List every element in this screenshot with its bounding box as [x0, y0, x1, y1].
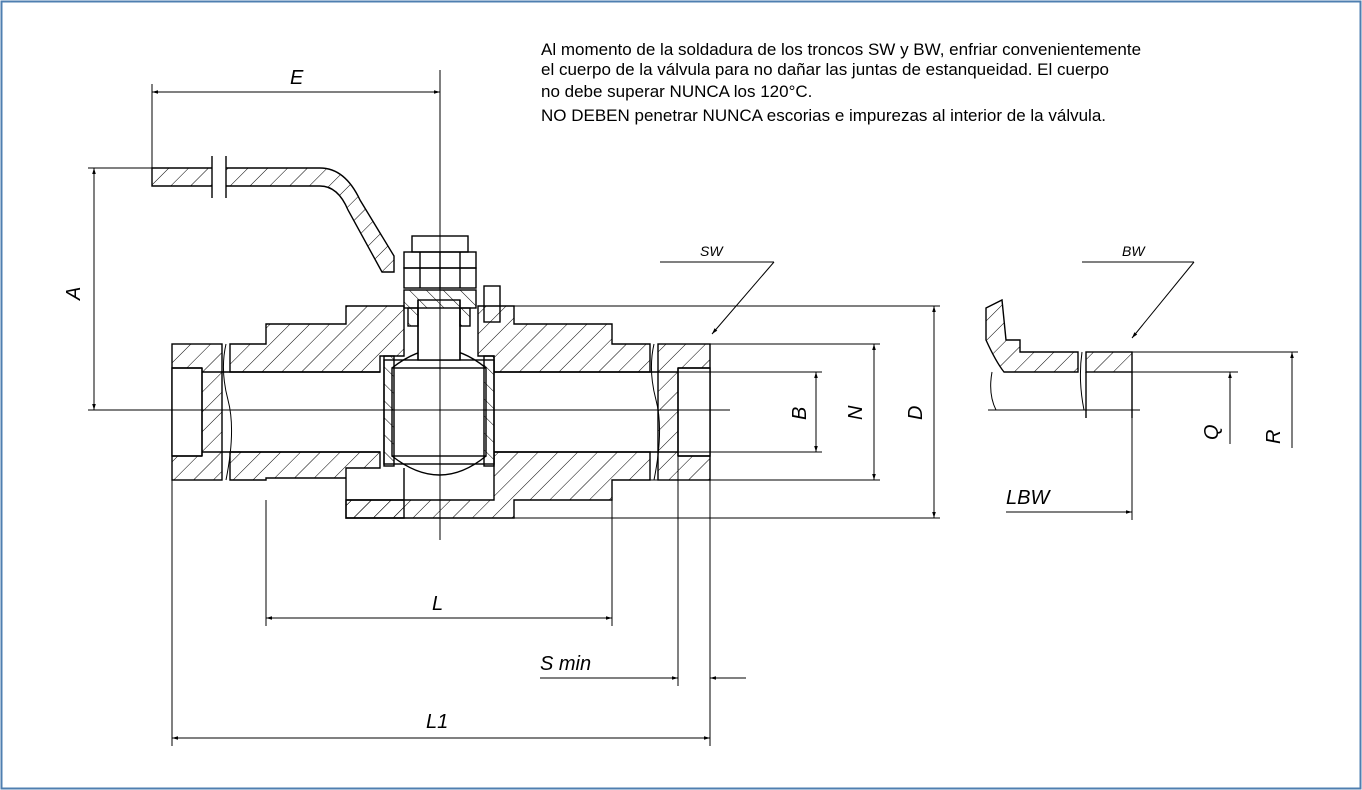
note-line-3: no debe superar NUNCA los 120°C.	[541, 82, 813, 101]
dimension-q	[1132, 371, 1238, 444]
right-end-fitting	[657, 343, 711, 481]
note-line-2: el cuerpo de la válvula para no dañar la…	[541, 60, 1109, 79]
label-l: L	[432, 593, 443, 615]
label-d: D	[905, 406, 927, 420]
label-e: E	[290, 67, 304, 89]
note-line-4: NO DEBEN penetrar NUNCA escorias e impur…	[541, 106, 1107, 125]
note-line-1: Al momento de la soldadura de los tronco…	[541, 40, 1142, 59]
dimension-d	[514, 305, 940, 519]
label-a: A	[63, 287, 85, 301]
label-n: N	[845, 405, 867, 420]
dimension-l1	[171, 480, 710, 746]
body-right	[345, 305, 651, 519]
label-lbw: LBW	[1006, 487, 1051, 509]
bw-detail	[985, 298, 1140, 418]
welding-notes: Al momento de la soldadura de los tronco…	[541, 40, 1341, 128]
center-lines	[88, 70, 730, 540]
dimension-a	[88, 167, 152, 410]
dimension-l	[265, 500, 613, 626]
ball	[383, 348, 495, 476]
label-l1: L1	[426, 711, 448, 733]
dimension-b	[678, 371, 822, 453]
left-end-fitting	[171, 343, 223, 481]
sw-leader	[660, 261, 775, 335]
label-r: R	[1263, 430, 1285, 444]
handle	[151, 156, 395, 273]
dimension-n	[650, 343, 880, 481]
label-s-min: S min	[540, 653, 591, 675]
bw-leader	[1082, 261, 1195, 339]
label-sw: SW	[700, 243, 724, 259]
label-q: Q	[1201, 424, 1223, 440]
body-left	[229, 305, 405, 519]
label-bw: BW	[1122, 243, 1146, 259]
label-b: B	[789, 407, 811, 420]
dimension-r	[1132, 351, 1298, 448]
dimension-s-min	[540, 456, 746, 746]
dimension-lbw	[1006, 418, 1133, 520]
dimension-e	[151, 84, 440, 168]
